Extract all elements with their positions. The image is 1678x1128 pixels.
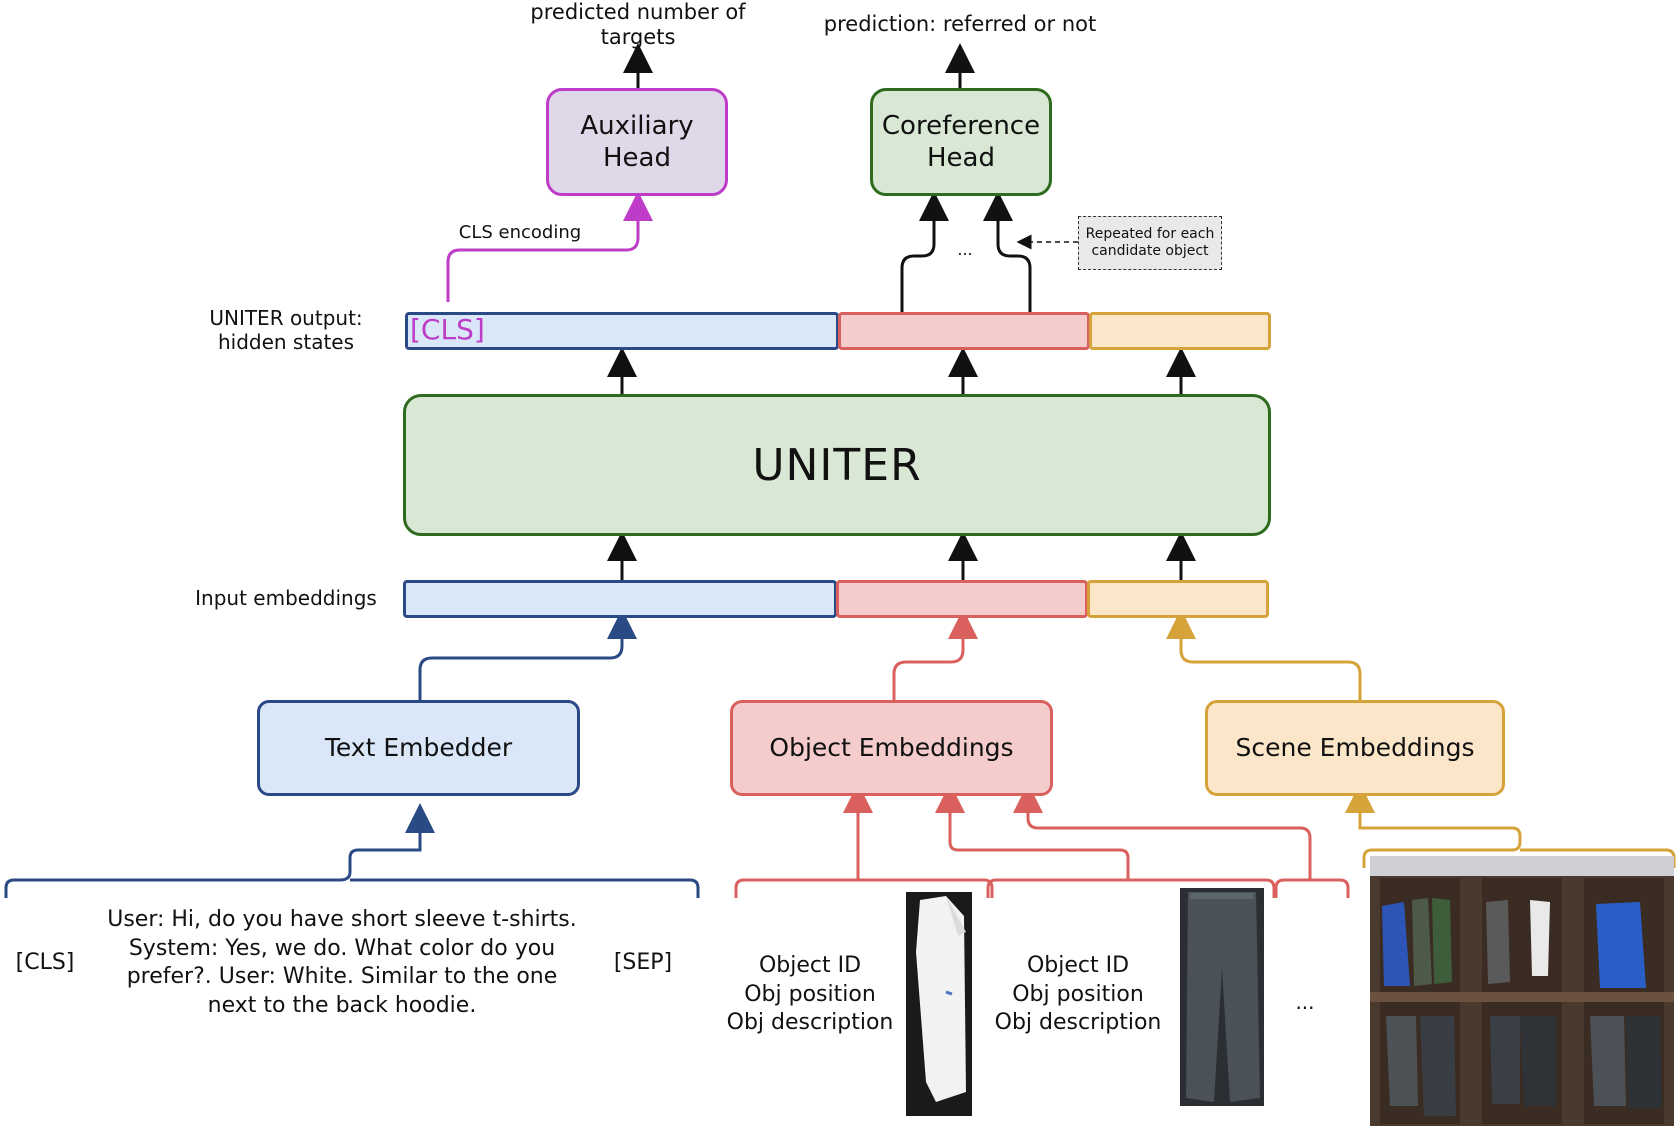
predicted-targets-label: predicted number of targets	[530, 0, 746, 50]
uniter-box: UNITER	[403, 394, 1271, 536]
coref-input-arrow-1	[900, 191, 949, 312]
text-embedder-arrow	[418, 609, 637, 700]
object-more-brace	[1274, 878, 1350, 898]
object-1-brace	[734, 878, 994, 898]
object-2-attributes: Object ID Obj position Obj description	[994, 953, 1162, 1036]
cls-input-token: [CLS]	[15, 950, 75, 975]
scene-hidden-state-bar	[1089, 312, 1271, 350]
white-tshirt-image	[906, 892, 972, 1116]
wardrobe-scene-image	[1370, 856, 1674, 1126]
sep-input-token: [SEP]	[613, 950, 673, 975]
object-2-brace	[986, 878, 1276, 898]
dialogue-brace	[4, 803, 435, 898]
text-input-embedding-bar	[403, 580, 837, 618]
text-embedder-box: Text Embedder	[257, 700, 580, 796]
dialogue-text: User: Hi, do you have short sleeve t-shi…	[107, 907, 577, 1018]
repeated-note-box: Repeated for each candidate object	[1078, 216, 1222, 270]
uniter-output-label: UNITER output: hidden states	[209, 306, 363, 354]
object-hidden-state-bar	[838, 312, 1090, 350]
objects-ellipsis: ...	[1295, 990, 1315, 1014]
coref-input-arrow-2	[983, 191, 1032, 312]
input-embeddings-label: Input embeddings	[195, 586, 377, 610]
cls-encoding-label: CLS encoding	[458, 222, 582, 243]
object-embeddings-box: Object Embeddings	[730, 700, 1053, 796]
auxiliary-head-box: Auxiliary Head	[546, 88, 728, 196]
cls-encoding-arrow	[446, 191, 653, 302]
heads-ellipsis: ...	[957, 240, 973, 259]
object-input-embedding-bar	[836, 580, 1088, 618]
cls-output-token: [CLS]	[410, 313, 485, 346]
grey-pants-image	[1180, 888, 1264, 1106]
scene-input-embedding-bar	[1087, 580, 1269, 618]
prediction-referred-label: prediction: referred or not	[823, 12, 1097, 36]
scene-embeddings-box: Scene Embeddings	[1205, 700, 1505, 796]
object-embeddings-arrow	[892, 609, 978, 700]
object-1-attributes: Object ID Obj position Obj description	[726, 953, 894, 1036]
text-hidden-state-bar: [CLS]	[405, 312, 839, 350]
coreference-head-box: Coreference Head	[870, 88, 1052, 196]
scene-brace	[1345, 783, 1522, 868]
scene-embeddings-arrow	[1166, 609, 1362, 700]
